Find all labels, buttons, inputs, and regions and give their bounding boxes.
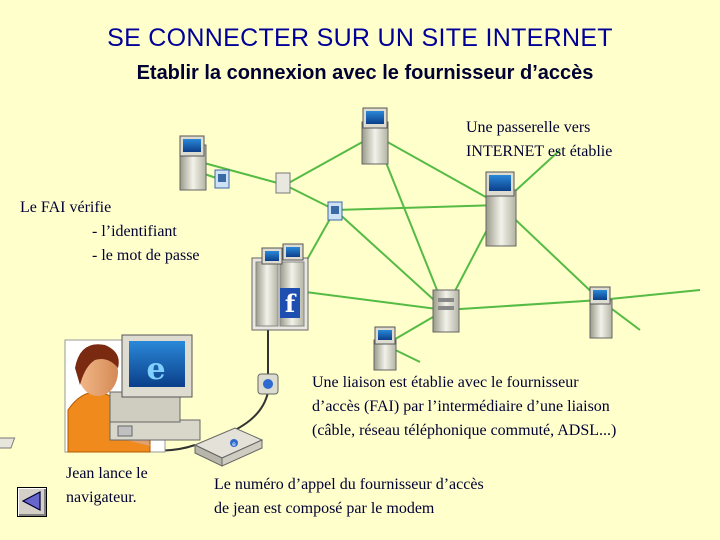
page-title: SE CONNECTER SUR UN SITE INTERNET bbox=[107, 24, 613, 52]
note-gateway-line: INTERNET est établie bbox=[466, 143, 613, 160]
modem-icon: e bbox=[193, 427, 264, 467]
note-fai-check: Le FAI vérifie - l’identifiant - le mot … bbox=[20, 196, 200, 268]
note-fai-line: - l’identifiant bbox=[92, 223, 177, 240]
relay-icon bbox=[327, 201, 343, 221]
fai-server-icon: f bbox=[251, 243, 309, 331]
back-button[interactable] bbox=[17, 487, 47, 517]
relay-icon bbox=[275, 172, 291, 194]
note-connection-line: (câble, réseau téléphonique commuté, ADS… bbox=[312, 422, 617, 439]
note-modem-line: de jean est composé par le modem bbox=[214, 500, 435, 517]
arrow-left-icon bbox=[21, 490, 41, 511]
server-icon bbox=[589, 286, 613, 339]
server-icon bbox=[179, 135, 207, 191]
note-fai-line: - le mot de passe bbox=[92, 247, 200, 264]
note-jean: Jean lance le navigateur. bbox=[66, 462, 148, 510]
note-jean-line: navigateur. bbox=[66, 489, 137, 506]
note-modem: Le numéro d’appel du fournisseur d’accès… bbox=[214, 473, 484, 521]
note-connection-line: d’accès (FAI) par l’intermédiaire d’une … bbox=[312, 398, 610, 415]
note-connection-line: Une liaison est établie avec le fourniss… bbox=[312, 374, 579, 391]
page-subtitle: Etablir la connexion avec le fournisseur… bbox=[136, 62, 594, 84]
server-icon bbox=[373, 326, 397, 371]
browser-logo: e bbox=[146, 352, 165, 387]
relay-icon bbox=[214, 169, 230, 189]
note-gateway-line: Une passerelle vers bbox=[466, 119, 591, 136]
wall-socket-icon bbox=[257, 373, 279, 395]
server-icon bbox=[485, 171, 517, 247]
note-fai-line: Le FAI vérifie bbox=[20, 199, 112, 216]
note-modem-line: Le numéro d’appel du fournisseur d’accès bbox=[214, 476, 484, 493]
modem-logo: e bbox=[232, 441, 236, 448]
server-rack-icon bbox=[432, 289, 460, 333]
fai-logo: f bbox=[285, 289, 297, 318]
note-connection: Une liaison est établie avec le fourniss… bbox=[312, 371, 616, 443]
server-icon bbox=[361, 107, 389, 165]
user-computer-icon: e bbox=[0, 334, 201, 449]
note-jean-line: Jean lance le bbox=[66, 465, 148, 482]
note-gateway: Une passerelle vers INTERNET est établie bbox=[466, 116, 612, 164]
